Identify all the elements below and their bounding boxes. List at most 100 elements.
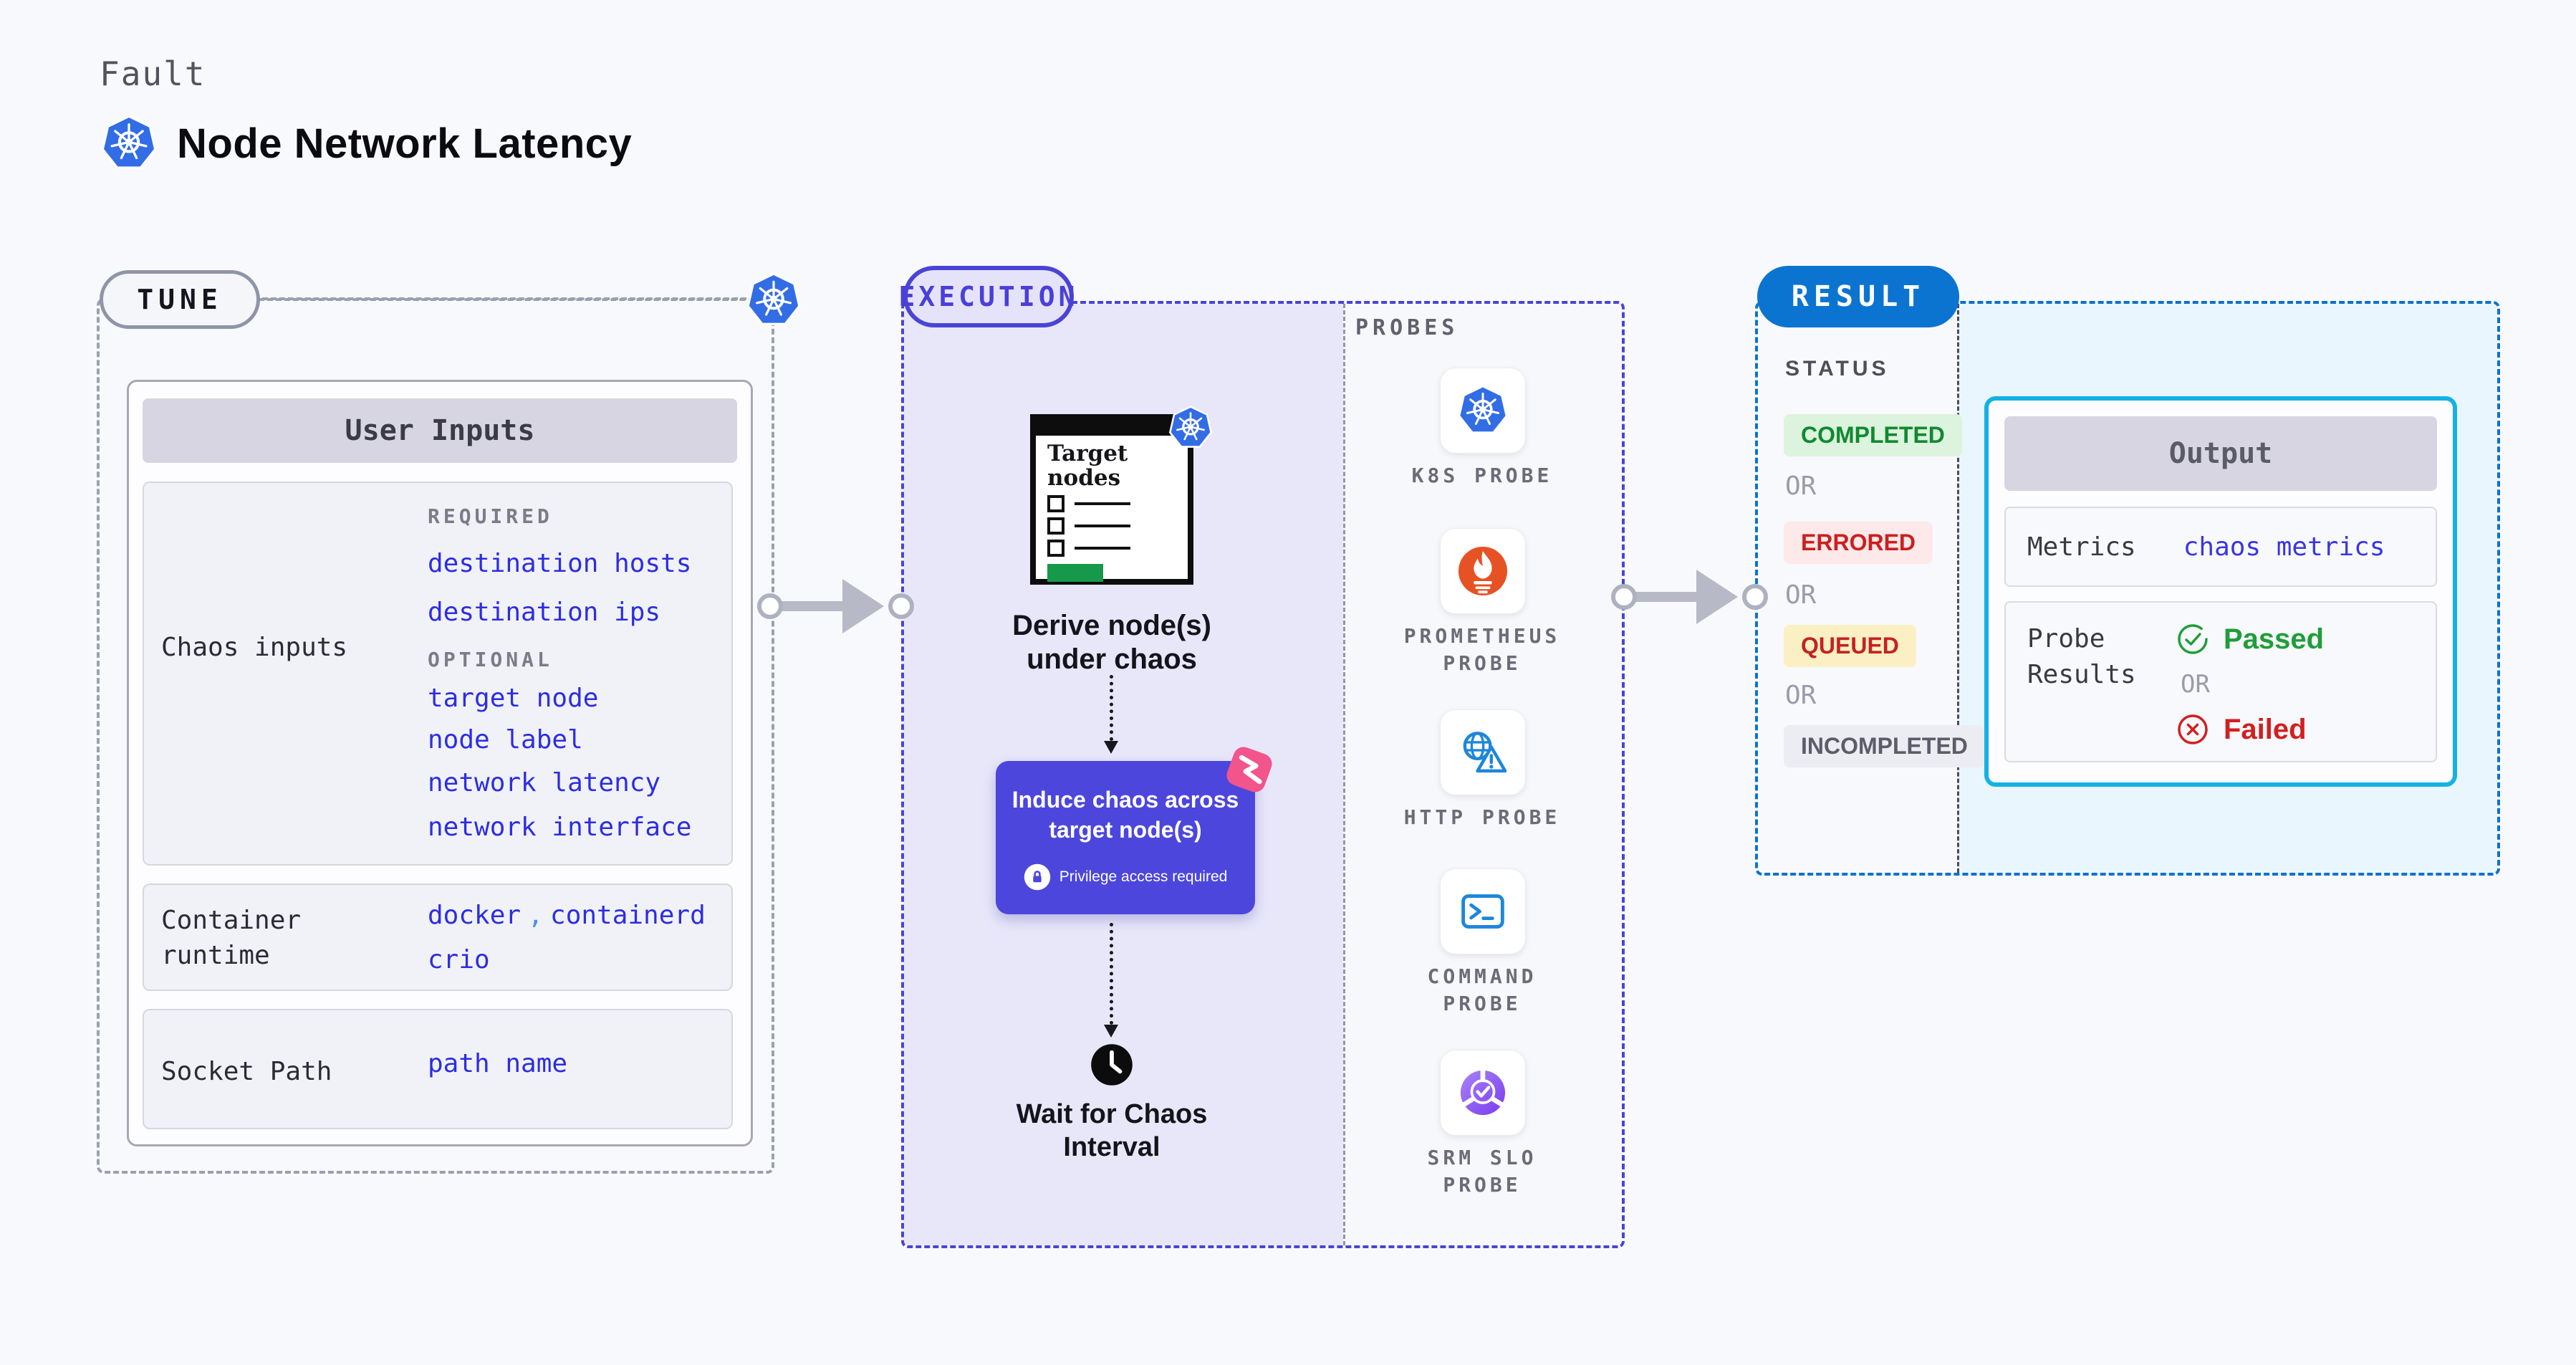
flow-connector <box>1110 675 1113 741</box>
node-row <box>1047 517 1188 535</box>
clock-icon <box>1091 1044 1133 1086</box>
page-header: Node Network Latency <box>100 113 632 173</box>
command-probe-label: COMMAND PROBE <box>1427 964 1537 1015</box>
fault-eyebrow: Fault <box>100 54 206 93</box>
tune-dashed-connector <box>262 297 746 300</box>
or-label: OR <box>1785 681 1817 710</box>
k8s-probe-label: K8S PROBE <box>1411 464 1553 487</box>
node-line <box>1075 547 1130 550</box>
k8s-probe-card[interactable] <box>1440 368 1526 454</box>
socket-path-section: Socket Path path name <box>143 1009 733 1129</box>
kubernetes-icon <box>1457 385 1509 434</box>
node-line <box>1075 525 1130 528</box>
execution-probes-divider <box>1343 304 1345 1245</box>
prometheus-probe-card[interactable] <box>1440 528 1526 614</box>
lock-icon <box>1024 863 1050 891</box>
arrow-head-icon <box>1104 741 1118 754</box>
socket-path-value[interactable]: path name <box>428 1049 568 1078</box>
kubernetes-icon <box>746 272 801 326</box>
arrow-head-icon <box>842 579 884 633</box>
target-nodes-title: Target nodes <box>1047 441 1128 492</box>
derive-nodes-step: Derive node(s) under chaos <box>1012 610 1211 676</box>
check-circle-icon <box>2178 624 2208 654</box>
passed-label: Passed <box>2224 623 2325 655</box>
or-label: OR <box>1785 471 1817 501</box>
passed-line: Passed <box>2175 621 2324 657</box>
metrics-label: Metrics <box>2027 532 2136 562</box>
or-label: OR <box>1785 580 1817 610</box>
chaos-inputs-label: Chaos inputs <box>161 633 348 662</box>
card-titlebar <box>1036 420 1188 436</box>
tune-badge: TUNE <box>100 270 260 329</box>
status-heading: STATUS <box>1785 357 1890 380</box>
terminal-icon <box>1461 894 1504 929</box>
execution-badge: EXECUTION <box>899 266 1075 327</box>
command-probe-card[interactable] <box>1440 868 1526 954</box>
output-card: Output Metrics chaos metrics Probe Resul… <box>1984 396 2457 787</box>
srm-slo-probe-label: SRM SLO PROBE <box>1427 1146 1537 1197</box>
node-row <box>1047 540 1188 557</box>
runtime-crio[interactable]: crio <box>428 945 490 974</box>
checkbox-icon <box>1047 495 1064 513</box>
arrow-head-icon <box>1696 570 1738 624</box>
execution-to-result-arrow <box>1635 592 1714 602</box>
container-runtime-label: Container runtime <box>161 906 302 970</box>
green-button-bar <box>1047 564 1103 583</box>
chaos-pinwheel-icon <box>1226 747 1272 792</box>
http-probe-card[interactable] <box>1440 709 1526 795</box>
privilege-note: Privilege access required <box>1059 868 1228 886</box>
kubernetes-icon <box>100 113 158 173</box>
result-badge: RESULT <box>1757 266 1959 327</box>
kubernetes-icon <box>1168 405 1213 449</box>
status-badge-completed: COMPLETED <box>1784 414 1962 456</box>
input-network-interface[interactable]: network interface <box>428 813 692 842</box>
input-node-label[interactable]: node label <box>428 725 583 755</box>
failed-line: Failed <box>2175 712 2324 747</box>
connector-dot <box>1742 584 1768 610</box>
http-probe-label: HTTP PROBE <box>1403 805 1561 829</box>
status-output-divider <box>1957 304 1959 873</box>
input-target-node[interactable]: target node <box>428 684 599 713</box>
connector-dot <box>1611 584 1637 610</box>
arrow-head-icon <box>1104 1025 1118 1038</box>
http-globe-warning-icon <box>1463 732 1507 773</box>
runtime-separator: , <box>527 901 544 930</box>
status-badge-incompleted: INCOMPLETED <box>1784 725 1985 767</box>
slo-pie-check-icon <box>1460 1068 1506 1116</box>
metrics-value[interactable]: chaos metrics <box>2183 532 2385 562</box>
target-nodes-card: Target nodes <box>1030 414 1193 585</box>
flow-connector <box>1110 923 1113 1025</box>
page-title: Node Network Latency <box>177 120 633 167</box>
input-destination-ips[interactable]: destination ips <box>428 598 661 627</box>
container-runtime-section: Container runtime docker , containerd cr… <box>143 883 733 991</box>
checkbox-icon <box>1047 540 1064 557</box>
srm-slo-probe-card[interactable] <box>1440 1050 1526 1136</box>
prometheus-probe-label: PROMETHEUS PROBE <box>1403 624 1561 675</box>
wait-chaos-step: Wait for Chaos Interval <box>1016 1099 1208 1163</box>
checkbox-icon <box>1047 517 1064 535</box>
probe-results-row: Probe Results Passed OR Faile <box>2004 601 2437 762</box>
user-inputs-title: User Inputs <box>143 398 737 463</box>
or-label: OR <box>2181 670 2210 699</box>
runtime-containerd[interactable]: containerd <box>550 901 706 930</box>
probes-heading: PROBES <box>1355 315 1459 340</box>
connector-dot <box>757 593 783 619</box>
prometheus-icon <box>1458 546 1508 596</box>
input-network-latency[interactable]: network latency <box>428 768 661 798</box>
metrics-row: Metrics chaos metrics <box>2004 507 2437 587</box>
node-row <box>1047 495 1188 513</box>
x-circle-icon <box>2178 714 2208 744</box>
socket-path-label: Socket Path <box>161 1057 332 1086</box>
node-line <box>1075 502 1130 506</box>
failed-label: Failed <box>2224 713 2307 745</box>
probe-results-label: Probe Results <box>2027 624 2136 690</box>
runtime-docker[interactable]: docker <box>428 901 522 930</box>
status-badge-queued: QUEUED <box>1784 625 1916 667</box>
induce-chaos-text: Induce chaos across target node(s) <box>1011 787 1239 843</box>
output-title: Output <box>2004 416 2437 491</box>
input-destination-hosts[interactable]: destination hosts <box>428 549 692 578</box>
chaos-inputs-section: Chaos inputs REQUIRED destination hosts … <box>143 482 733 866</box>
required-heading: REQUIRED <box>428 504 553 528</box>
status-badge-errored: ERRORED <box>1784 522 1933 564</box>
